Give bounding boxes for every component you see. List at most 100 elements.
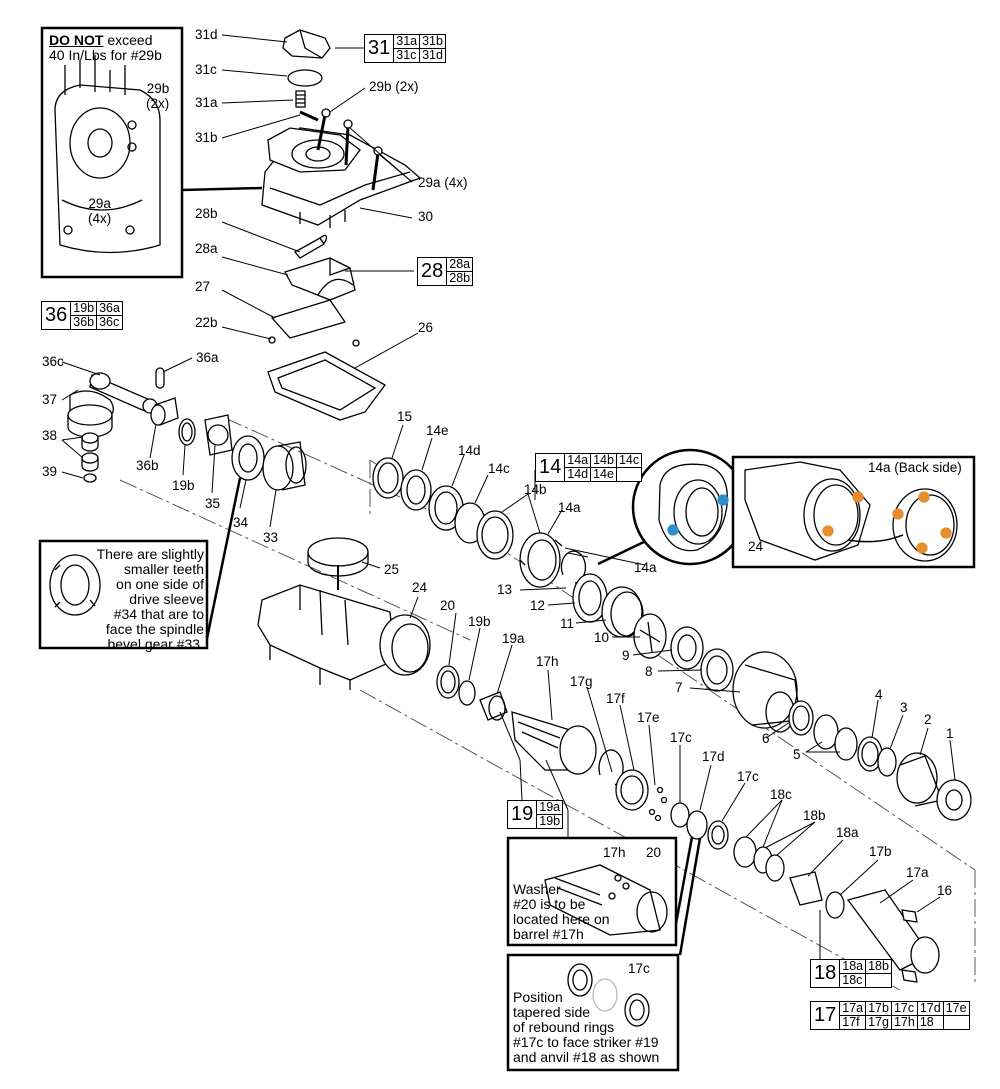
callout: 17g [570, 674, 593, 689]
assembly-cell: 36c [96, 315, 123, 330]
assembly-cell: 14e [590, 467, 617, 482]
top-left-inset [40, 26, 184, 279]
callout: 11 [560, 616, 574, 631]
assembly-id: 36 [40, 301, 72, 330]
callout: 38 [42, 428, 57, 443]
callout: 29b (2x) [369, 79, 419, 94]
assembly-cell [865, 973, 892, 988]
callout: 16 [937, 883, 952, 898]
assembly-cell: 28a [446, 257, 474, 272]
sleeve-note-line: There are slightly [96, 546, 204, 562]
callout: 26 [418, 320, 433, 335]
callout: 15 [397, 409, 412, 424]
assembly-id: 28 [416, 257, 448, 286]
back-side-inset [731, 455, 976, 569]
assembly-cell: 36b [70, 315, 98, 330]
callout: 19b [172, 478, 195, 493]
assembly-cell: 31a [393, 34, 421, 49]
callout: 28a [195, 241, 218, 256]
magnifier-circle [631, 448, 749, 566]
assembly-cell: 17e [942, 1001, 970, 1016]
nose-parts [788, 700, 972, 821]
sleeve-note-line: drive sleeve [129, 591, 204, 607]
callout: 18a [836, 825, 859, 840]
sleeve-note-line: bevel gear #33. [107, 636, 204, 652]
callout: 19b [468, 614, 491, 629]
washer-note: Washer #20 is to be located here on barr… [513, 882, 610, 942]
callout: 30 [418, 209, 433, 224]
callout: 25 [384, 562, 399, 577]
assembly-cell: 31b [419, 34, 446, 49]
callout: 36c [42, 354, 64, 369]
callout: 18c [770, 787, 792, 802]
assembly-cell [615, 467, 643, 482]
callout: 17e [637, 710, 660, 725]
assembly-cell: 36a [96, 301, 123, 316]
callout: 20 [440, 598, 455, 613]
assembly-table-18: 18 18a 18b 18c [809, 959, 892, 988]
sleeve-note-line: smaller teeth [123, 561, 204, 577]
rebound-note-line: #17c to face striker #19 [513, 1034, 659, 1050]
screw-parts [316, 108, 383, 191]
callout: 7 [675, 680, 683, 695]
washer-note-line: Washer [513, 881, 561, 897]
assembly-cell: 18b [865, 959, 892, 974]
clutch-parts [372, 457, 801, 733]
callout: 17h [536, 654, 559, 669]
callout: 29a (4x) [418, 175, 468, 190]
leader-lines [61, 34, 956, 960]
assembly-cell: 17f [839, 1015, 867, 1030]
rebound-note-line: tapered side [513, 1004, 591, 1020]
sleeve-note-line: face the spindle [105, 621, 204, 637]
callout: 27 [195, 279, 210, 294]
callout: 2 [924, 712, 932, 727]
inset-29a-qty: (4x) [88, 211, 112, 226]
assembly-table-36: 36 19b 36a 36b 36c [40, 301, 123, 330]
assembly-id: 19 [506, 800, 538, 829]
callout: 17a [906, 865, 929, 880]
callout: 28b [195, 206, 218, 221]
torque-note: DO NOT exceed 40 In/Lbs for #29b [49, 33, 162, 63]
callout: 17b [869, 844, 892, 859]
switch-assembly-parts [267, 234, 386, 421]
assembly-cell: 18 [916, 1015, 944, 1030]
callout: 36b [136, 458, 159, 473]
inset-29b-label: 29b [146, 81, 170, 96]
callout: 19a [502, 631, 525, 646]
assembly-cell: 17g [865, 1015, 892, 1030]
assembly-cell: 14d [564, 467, 592, 482]
washer-callout-17h: 17h [603, 845, 626, 860]
sleeve-note-line: on one side of [116, 576, 204, 592]
torque-note-rest: exceed [103, 32, 153, 48]
rebound-note: Position tapered side of rebound rings #… [513, 990, 659, 1065]
inset-callout-29a: 29a (4x) [88, 196, 111, 226]
assembly-cell: 18c [839, 973, 867, 988]
rebound-callout-17c: 17c [628, 961, 650, 976]
assembly-id: 17 [809, 1001, 841, 1030]
callout: 31d [195, 27, 218, 42]
callout: 36a [196, 350, 219, 365]
callout: 14d [458, 443, 481, 458]
callout: 14a [558, 500, 581, 515]
callout: 4 [875, 687, 883, 702]
callout: 8 [645, 664, 653, 679]
back-side-callout-24: 24 [748, 539, 764, 554]
sleeve-note: There are slightly smaller teeth on one … [92, 547, 204, 652]
callout: 9 [622, 648, 630, 663]
washer-note-line: barrel #17h [513, 926, 584, 942]
assembly-table-28: 28 28a 28b [416, 257, 474, 286]
back-side-label: 14a (Back side) [868, 460, 962, 475]
washer-inset [506, 836, 678, 947]
callout: 37 [42, 392, 57, 407]
assembly-id: 31 [363, 34, 395, 63]
gear-housing-part [257, 537, 431, 690]
callout: 17c [670, 730, 692, 745]
callout: 31c [195, 62, 217, 77]
assembly-cell: 17h [890, 1015, 918, 1030]
inset-callout-29b: 29b (2x) [146, 81, 169, 111]
assembly-cell: 19a [536, 800, 564, 815]
assembly-id: 14 [534, 453, 566, 482]
callout: 31b [195, 130, 218, 145]
callout: 17d [702, 749, 725, 764]
